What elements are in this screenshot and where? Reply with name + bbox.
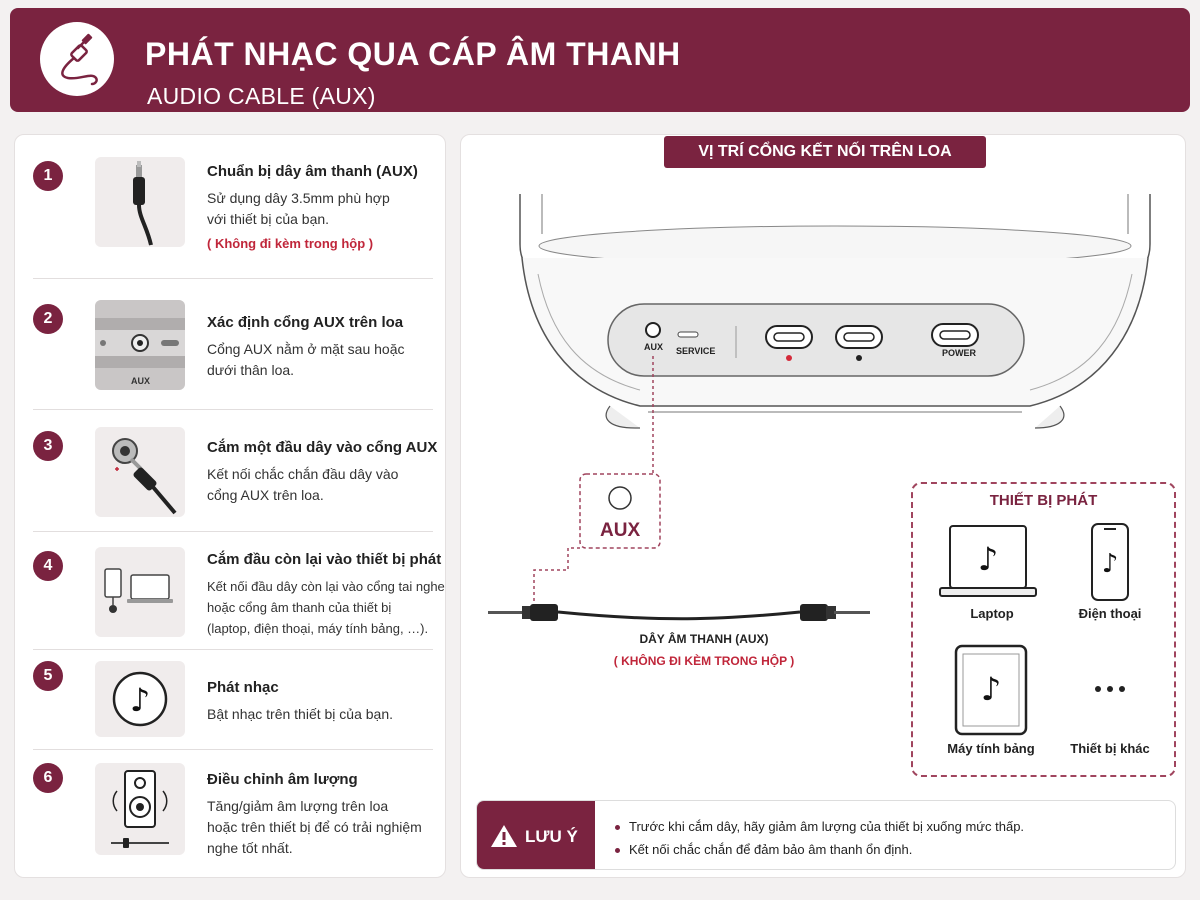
divider: [33, 409, 433, 410]
devices-icon: [95, 547, 185, 637]
aux-plug-icon: [95, 157, 185, 247]
header-banner: PHÁT NHẠC QUA CÁP ÂM THANH AUDIO CABLE (…: [10, 8, 1190, 112]
speaker-diagram: [488, 194, 1151, 621]
step-desc-line: Bật nhạc trên thiết bị của bạn.: [207, 706, 394, 722]
cable-label: DÂY ÂM THANH (AUX): [639, 632, 769, 646]
aux-callout-label: AUX: [600, 520, 641, 541]
divider: [33, 531, 433, 532]
step-6: 6 Điều chỉnh âm lượng Tăng/giảm âm lượng…: [33, 763, 433, 859]
step-3: 3 Cắm một đầu dây vào cổng AUX Kết nối c…: [33, 427, 437, 517]
more-icon: [1095, 686, 1125, 692]
note-box: LƯU Ý Trước khi cắm dây, hãy giảm âm lượ…: [476, 800, 1176, 870]
step-1: 1 Chuẩn bị dây âm thanh (AUX) Sử dụng dâ…: [33, 157, 433, 267]
step-desc-line: Sử dụng dây 3.5mm phù hợp: [207, 190, 390, 206]
note-tag: LƯU Ý: [477, 801, 595, 869]
page-title: PHÁT NHẠC QUA CÁP ÂM THANH: [145, 36, 681, 72]
step-number: 4: [33, 551, 63, 581]
device-label-phone: Điện thoại: [1078, 606, 1142, 621]
step-desc-line: hoặc cổng âm thanh của thiết bị: [207, 600, 392, 615]
music-note-icon: ♪: [95, 661, 185, 737]
step-title: Xác định cổng AUX trên loa: [207, 314, 404, 331]
step-desc-line: (laptop, điện thoại, máy tính bảng, …).: [207, 621, 429, 636]
step-desc-line: Cổng AUX nằm ở mặt sau hoặc: [207, 341, 405, 357]
aux-cable-icon: [40, 22, 114, 96]
step-desc-line: Kết nối đầu dây còn lại vào cổng tai ngh…: [207, 579, 445, 594]
note-tag-label: LƯU Ý: [525, 827, 578, 846]
step-desc-line: với thiết bị của bạn.: [207, 211, 330, 227]
step-number: 1: [33, 161, 63, 191]
devices-title: THIẾT BỊ PHÁT: [989, 492, 1098, 509]
note-item: Kết nối chắc chắn để đảm bảo âm thanh ổn…: [615, 838, 1024, 861]
divider: [33, 649, 433, 650]
step-number: 3: [33, 431, 63, 461]
svg-text:♪: ♪: [130, 681, 150, 719]
port-label-aux: AUX: [644, 342, 664, 352]
device-label-laptop: Laptop: [970, 606, 1014, 621]
step-desc-line: cổng AUX trên loa.: [207, 487, 324, 503]
step-desc-line: hoặc trên thiết bị để có trải nghiệm: [207, 819, 422, 835]
step-desc-line: Tăng/giảm âm lượng trên loa: [207, 798, 389, 814]
device-label-other: Thiết bị khác: [1070, 741, 1150, 756]
divider: [33, 749, 433, 750]
thumb-label: AUX: [131, 376, 151, 386]
step-5: 5 ♪ Phát nhạc Bật nhạc trên thiết bị của…: [33, 661, 433, 737]
step-title: Điều chỉnh âm lượng: [207, 771, 358, 788]
step-title: Phát nhạc: [207, 679, 279, 696]
svg-text:♪: ♪: [978, 540, 998, 578]
step-desc-line: dưới thân loa.: [207, 362, 295, 378]
steps-panel: 1 Chuẩn bị dây âm thanh (AUX) Sử dụng dâ…: [14, 134, 446, 878]
note-list: Trước khi cắm dây, hãy giảm âm lượng của…: [615, 815, 1024, 861]
page-subtitle: AUDIO CABLE (AUX): [147, 83, 376, 109]
note-item: Trước khi cắm dây, hãy giảm âm lượng của…: [615, 815, 1024, 838]
step-title: Chuẩn bị dây âm thanh (AUX): [207, 163, 418, 180]
cable-note: ( KHÔNG ĐI KÈM TRONG HỘP ): [613, 654, 795, 668]
aux-port-icon: AUX: [95, 300, 185, 390]
divider: [33, 278, 433, 279]
step-4: 4 Cắm đầu còn lại vào thiết bị phát Kết …: [33, 547, 445, 637]
step-desc-line: Kết nối chắc chắn đầu dây vào: [207, 466, 399, 482]
step-number: 6: [33, 763, 63, 793]
port-label-service: SERVICE: [676, 346, 716, 356]
svg-text:♪: ♪: [1102, 549, 1119, 579]
step-title: Cắm đầu còn lại vào thiết bị phát: [207, 551, 442, 568]
port-location-banner: VỊ TRÍ CỔNG KẾT NỐI TRÊN LOA: [664, 136, 986, 168]
phone-icon: ♪: [1091, 523, 1129, 601]
device-label-tablet: Máy tính bảng: [947, 741, 1035, 756]
step-number: 5: [33, 661, 63, 691]
step-desc-line: nghe tốt nhất.: [207, 840, 293, 856]
step-number: 2: [33, 304, 63, 334]
step-note: ( Không đi kèm trong hộp ): [207, 236, 374, 251]
svg-text:♪: ♪: [981, 670, 1001, 708]
port-label-power: POWER: [942, 348, 977, 358]
tablet-icon: ♪: [954, 644, 1028, 736]
step-2: 2 AUX Xác định cổng AUX trên loa Cổng AU…: [33, 300, 433, 390]
plug-insert-icon: [95, 427, 185, 517]
speaker-volume-icon: [95, 763, 185, 855]
warning-icon: [491, 825, 517, 847]
step-title: Cắm một đầu dây vào cổng AUX: [207, 439, 438, 456]
laptop-icon: ♪: [939, 525, 1037, 597]
